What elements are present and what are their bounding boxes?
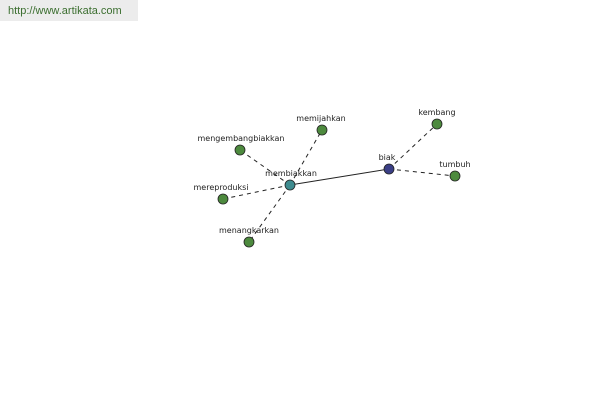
edge-membiakkan-memijahkan	[289, 129, 323, 186]
url-bar: http://www.artikata.com	[0, 0, 138, 21]
graph-nodes	[217, 118, 461, 248]
graph-edges	[222, 123, 456, 243]
edge-biak-tumbuh	[388, 168, 456, 177]
node-kembang[interactable]	[431, 118, 443, 130]
node-mereproduksi[interactable]	[217, 193, 229, 205]
label-mengembangbiakkan[interactable]: mengembangbiakkan	[197, 134, 284, 143]
label-biak[interactable]: biak	[379, 153, 396, 162]
label-mereproduksi[interactable]: mereproduksi	[193, 183, 248, 192]
label-membiakkan[interactable]: membiakkan	[265, 169, 317, 178]
node-memijahkan[interactable]	[316, 124, 328, 136]
node-biak[interactable]	[383, 163, 395, 175]
label-kembang[interactable]: kembang	[418, 108, 455, 117]
site-url-link[interactable]: http://www.artikata.com	[8, 5, 122, 17]
label-memijahkan[interactable]: memijahkan	[296, 114, 345, 123]
node-mengembangbiakkan[interactable]	[234, 144, 246, 156]
label-menangkarkan[interactable]: menangkarkan	[219, 226, 279, 235]
edge-membiakkan-mereproduksi	[222, 184, 291, 200]
edge-membiakkan-mengembangbiakkan	[239, 149, 291, 186]
edge-biak-kembang	[388, 123, 438, 170]
label-tumbuh[interactable]: tumbuh	[439, 160, 470, 169]
node-membiakkan[interactable]	[284, 179, 296, 191]
node-tumbuh[interactable]	[449, 170, 461, 182]
edge-membiakkan-menangkarkan	[248, 184, 291, 243]
graph-labels: membiakkan biak kembang tumbuh memijahkan men…	[193, 108, 470, 235]
edge-membiakkan-biak	[289, 168, 390, 186]
node-menangkarkan[interactable]	[243, 236, 255, 248]
